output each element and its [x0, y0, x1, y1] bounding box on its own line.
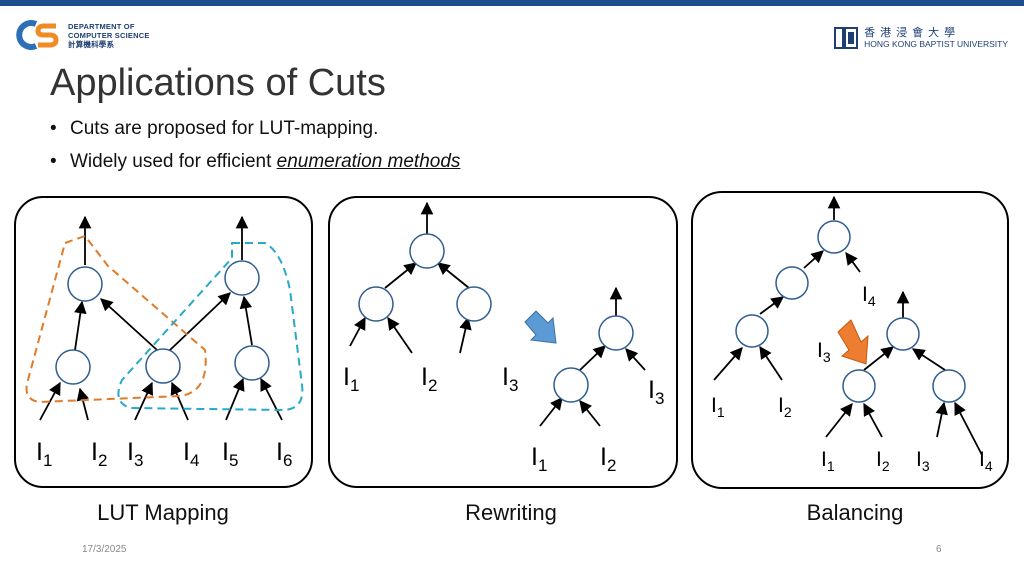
top-accent-bar: [0, 0, 1024, 6]
lut-cut-orange: [25, 234, 207, 404]
lut-input-label: I2: [91, 438, 107, 470]
balancing-edges: [713, 195, 983, 456]
balancing-input-label: I3: [817, 339, 831, 365]
rewriting-panel-frame: [328, 196, 678, 488]
lut-input-label: I3: [127, 438, 143, 470]
bullet-text: Cuts are proposed for LUT-mapping.: [70, 118, 379, 139]
rewriting-input-labels: I1 I2 I3 I1 I2 I3: [343, 363, 664, 475]
balancing-transform-arrow: [837, 319, 869, 365]
lut-input-label: I6: [276, 438, 292, 470]
balancing-input-label: I2: [876, 448, 890, 474]
rewriting-input-label: I2: [600, 443, 616, 475]
lut-input-label: I1: [36, 438, 52, 470]
rewriting-input-label: I3: [502, 363, 518, 395]
cs-logo-icon: [16, 20, 59, 50]
lut-nodes: [55, 260, 270, 385]
balancing-caption: Balancing: [807, 500, 904, 525]
balancing-panel-frame: [691, 191, 1009, 489]
balancing-nodes: [735, 220, 966, 403]
rewriting-input-label: I3: [648, 376, 664, 408]
balancing-input-label: I1: [711, 394, 725, 420]
bullet-list: Cuts are proposed for LUT-mapping. Widel…: [50, 118, 460, 184]
lut-panel-frame: [14, 196, 313, 488]
lut-input-label: I5: [222, 438, 238, 470]
lut-edges: [39, 215, 283, 421]
balancing-input-label: I3: [916, 448, 930, 474]
balancing-input-label: I2: [778, 394, 792, 420]
univ-name-en: HONG KONG BAPTIST UNIVERSITY: [864, 39, 1008, 49]
page-number: 6: [936, 544, 942, 555]
univ-name-zh: 香港浸會大學: [864, 26, 961, 39]
cs-department-logo: DEPARTMENT OF COMPUTER SCIENCE 計算機科學系: [16, 20, 150, 50]
rewriting-edges: [349, 201, 646, 427]
rewriting-nodes: [358, 233, 634, 403]
bullet-item: Cuts are proposed for LUT-mapping.: [50, 118, 460, 151]
balancing-input-label: I4: [979, 448, 993, 474]
bullet-emphasis: enumeration methods: [276, 151, 461, 172]
lut-input-label: I4: [183, 438, 199, 470]
bullet-text: Widely used for efficient: [70, 151, 277, 172]
balancing-input-label: I1: [821, 448, 835, 474]
lut-caption: LUT Mapping: [97, 500, 229, 525]
balancing-input-label: I4: [862, 283, 876, 309]
rewriting-input-label: I1: [343, 363, 359, 395]
rewriting-transform-arrow: [524, 310, 557, 344]
dept-line-2: COMPUTER SCIENCE: [68, 30, 150, 40]
bullet-item: Widely used for efficient enumeration me…: [50, 151, 460, 184]
slide-title: Applications of Cuts: [50, 62, 386, 104]
dept-line-3: 計算機科學系: [68, 39, 115, 49]
hkbu-emblem-icon: [834, 27, 859, 49]
footer-date: 17/3/2025: [82, 544, 127, 555]
balancing-input-labels: I1 I2 I3 I4 I1 I2 I3 I4: [711, 283, 993, 474]
lut-cut-blue: [117, 242, 304, 412]
rewriting-input-label: I2: [421, 363, 437, 395]
dept-line-1: DEPARTMENT OF: [68, 21, 135, 31]
hkbu-logo: 香港浸會大學 HONG KONG BAPTIST UNIVERSITY: [833, 25, 1008, 51]
rewriting-caption: Rewriting: [465, 500, 557, 525]
lut-input-labels: I1 I2 I3 I4 I5 I6: [36, 438, 292, 470]
rewriting-input-label: I1: [531, 443, 547, 475]
